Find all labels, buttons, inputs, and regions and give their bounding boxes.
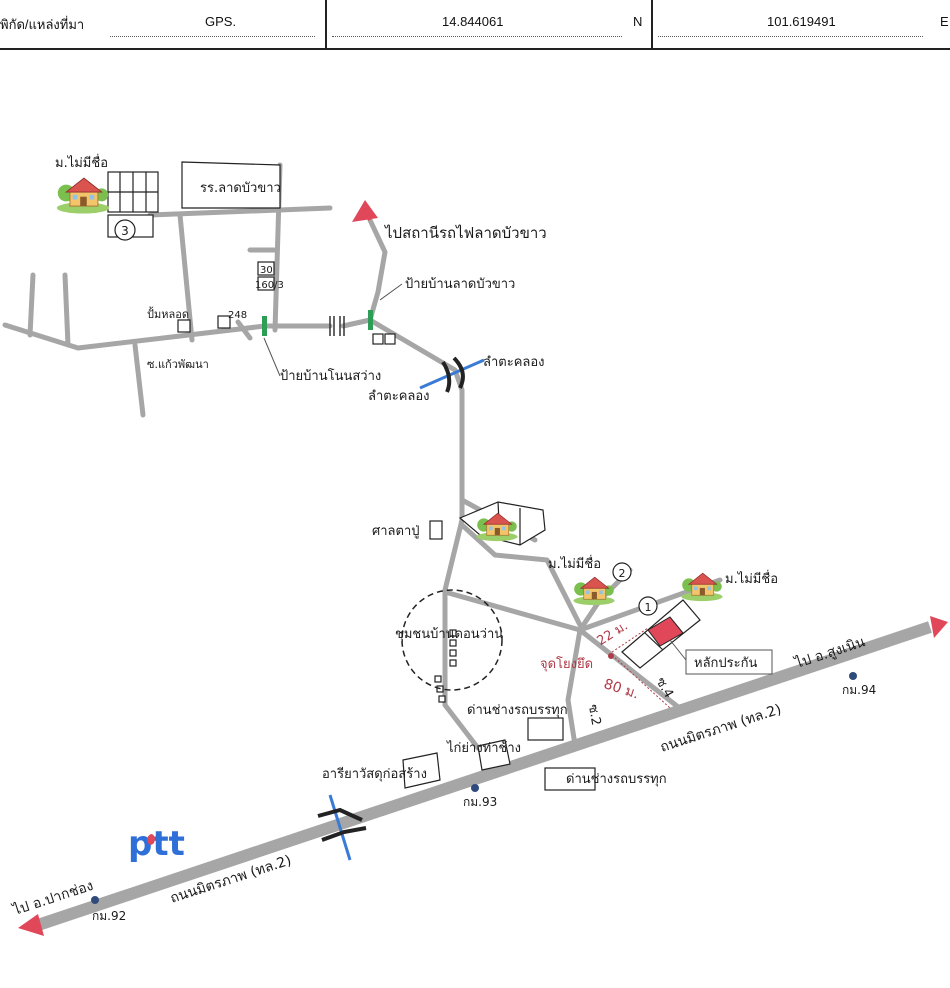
header-cell-lon: 101.619491 E: [653, 0, 950, 50]
collateral-label-box: [685, 649, 773, 675]
tie-point-dot: [608, 653, 614, 659]
road-soi-4: [577, 627, 685, 713]
weigh-station-2-building: [544, 767, 596, 791]
label-km94: กม.94: [842, 683, 876, 697]
buildings: [107, 161, 701, 791]
longitude-value: 101.619491: [767, 14, 836, 29]
marker-2: 2: [619, 567, 626, 580]
road-branch: [132, 342, 146, 418]
arrow-to-sungnoen: [930, 616, 948, 638]
road-branch: [62, 272, 71, 348]
marker-1-circle: [638, 596, 658, 616]
road-network: [2, 162, 723, 751]
dotted-line: [332, 36, 622, 37]
label-collateral: หลักประกัน: [694, 656, 757, 671]
village-ne-icon-1: [573, 576, 615, 606]
label-village-mid: ม.ไม่มีชื่อ: [548, 555, 601, 572]
bus-stop-nonsawang: [262, 316, 267, 336]
label-house-248: 248: [228, 310, 247, 321]
latitude-value: 14.844061: [442, 14, 504, 29]
ptt-flame-icon: [147, 834, 155, 845]
header-cell-lat: 14.844061 N: [327, 0, 653, 50]
gps-header: พิกัด/แหล่งที่มา GPS. 14.844061 N 101.61…: [0, 0, 950, 50]
arrow-to-station: [352, 200, 378, 222]
road-soi-2: [565, 627, 583, 748]
weigh-station-1-building: [527, 717, 564, 741]
label-stop-nonsawang: ป้ายบ้านโนนสว่าง: [280, 368, 381, 384]
label-ariya: อารียาวัสดุก่อสร้าง: [322, 766, 427, 782]
label-house-160: 160/3: [255, 280, 284, 291]
road-north: [367, 217, 388, 323]
gps-label: GPS.: [205, 14, 237, 29]
label-soi-2: ซ.2: [585, 703, 603, 727]
label-community: ชุมชนบ้านดอนว่าน: [395, 627, 503, 642]
school-building: [181, 161, 281, 209]
canal: [419, 356, 485, 393]
label-village-ne: ม.ไม่มีชื่อ: [725, 570, 778, 587]
community-circle: [401, 589, 503, 691]
village-nw-icon: [56, 177, 110, 214]
km92-dot: [91, 896, 99, 904]
road-branch: [235, 319, 253, 341]
label-canal-right: ลำตะคลอง: [483, 355, 545, 370]
house-30: [257, 261, 275, 276]
label-km92: กม.92: [92, 909, 126, 923]
label-chicken-shop: ไก่ย่างท่าช้าง: [446, 740, 521, 756]
label-school: รร.ลาดบัวขาว: [200, 181, 281, 196]
arrow-to-pakchong: [18, 914, 44, 936]
marker-1: 1: [645, 601, 652, 614]
dotted-line: [110, 36, 315, 37]
label-stop-ladbuakhao: ป้ายบ้านลาดบัวขาว: [405, 277, 515, 292]
bus-stop-ladbuakhao: [368, 310, 373, 330]
road-west: [2, 322, 333, 351]
label-soi-4: ซ.4: [652, 675, 676, 701]
distance-lines: [611, 627, 671, 709]
ptt-text: ptt: [128, 824, 185, 864]
label-dist-80: 80 ม.: [602, 676, 641, 702]
label-pump: ปั้มหลอด: [147, 306, 189, 321]
marker-2-circle: [612, 562, 632, 582]
shrine-building: [429, 520, 443, 540]
dotted-line: [658, 36, 923, 37]
label-house-30: 30: [260, 265, 273, 276]
road-branch: [27, 272, 36, 338]
highway: [18, 616, 948, 936]
label-km93: กม.93: [463, 795, 497, 809]
label-village-nw: ม.ไม่มีชื่อ: [55, 154, 108, 171]
highway-canal-crossing: [317, 794, 367, 861]
longitude-unit: E: [940, 14, 949, 29]
km93-dot: [471, 784, 479, 792]
ariya-building: [402, 752, 441, 789]
header-cell-gps: พิกัด/แหล่งที่มา GPS.: [0, 0, 327, 50]
village-ne-icon-2: [681, 572, 723, 602]
latitude-unit: N: [633, 14, 643, 29]
marker-3: 3: [121, 224, 129, 238]
pump-building: [177, 319, 191, 333]
label-canal-left: ลำตะคลอง: [368, 389, 430, 404]
collateral-plot: [647, 616, 684, 647]
marker-3-circle: [114, 219, 136, 241]
label-soi-kaew: ซ.แก้วพัฒนา: [147, 358, 209, 371]
road-branch: [459, 522, 583, 628]
bridge-mark: [329, 316, 345, 336]
header-label: พิกัด/แหล่งที่มา: [0, 17, 85, 32]
ptt-logo: ptt: [128, 824, 185, 864]
chicken-shop-building: [477, 739, 511, 771]
label-weigh-station-2: ด่านช่างรถบรรทุก: [566, 772, 667, 787]
label-weigh-station-1: ด่านช่างรถบรรทุก: [467, 703, 568, 718]
label-shrine: ศาลตาปู่: [372, 524, 420, 539]
house-248: [217, 315, 231, 329]
km94-dot: [849, 672, 857, 680]
road-bridge-east: [340, 317, 373, 329]
road-branch: [177, 212, 195, 343]
road-branch: [442, 589, 583, 633]
house-160: [257, 276, 275, 291]
label-to-station: ไปสถานีรถไฟลาดบัวขาว: [384, 224, 547, 242]
label-tie-point: จุดโยงยึด: [540, 656, 593, 672]
road-branch: [147, 205, 333, 218]
